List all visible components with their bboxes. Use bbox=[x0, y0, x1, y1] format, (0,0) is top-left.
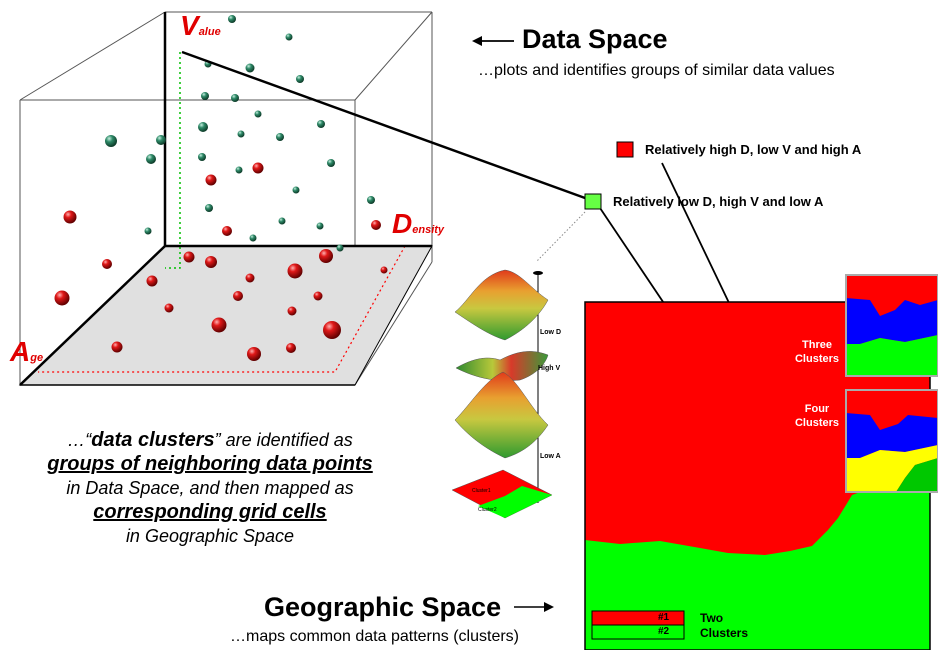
axis-value-label: Value bbox=[180, 10, 221, 42]
green-data-points bbox=[105, 15, 375, 252]
four-clusters-line-2: Clusters bbox=[794, 417, 840, 429]
four-clusters-line-1: Four bbox=[804, 403, 830, 415]
legend-green-label: Relatively low D, high V and low A bbox=[613, 194, 824, 209]
three-cluster-map bbox=[845, 274, 938, 377]
axis-density-rest: ensity bbox=[412, 224, 445, 236]
axis-value-initial: V bbox=[180, 10, 199, 41]
caption-data-clusters: data clusters bbox=[91, 429, 215, 451]
caption-open-quote: …“ bbox=[67, 430, 92, 450]
two-cluster-legend-2: #2 bbox=[658, 626, 670, 637]
axis-age-label: Age bbox=[10, 336, 43, 368]
four-cluster-map bbox=[845, 389, 938, 493]
geographic-space-subtitle: …maps common data patterns (clusters) bbox=[230, 628, 519, 645]
two-clusters-label: Two Clusters bbox=[700, 611, 748, 641]
caption-line-5: in Geographic Space bbox=[125, 526, 295, 546]
stack-map-label-1: Cluster1 bbox=[472, 488, 491, 494]
four-clusters-label: Four Clusters bbox=[792, 402, 842, 430]
axis-density-label: Density bbox=[392, 208, 444, 240]
legend-red-swatch bbox=[616, 141, 634, 158]
caption-line-4: corresponding grid cells bbox=[93, 501, 327, 523]
stack-label-high-v: High V bbox=[538, 365, 561, 372]
axis-age-initial: A bbox=[10, 336, 31, 367]
two-clusters-line-1: Two bbox=[700, 611, 724, 625]
legend-red-label: Relatively high D, low V and high A bbox=[645, 142, 862, 157]
stack-map-label-2: Cluster2 bbox=[478, 507, 497, 513]
axis-value-rest: alue bbox=[198, 26, 221, 38]
data-space-cube bbox=[19, 11, 433, 386]
caption-line-2: groups of neighboring data points bbox=[47, 453, 373, 475]
two-clusters-line-2: Clusters bbox=[700, 626, 749, 640]
stack-label-low-d: Low D bbox=[540, 329, 561, 336]
caption-text: …“data clusters” are identified as group… bbox=[40, 428, 380, 548]
stack-label-low-a: Low A bbox=[540, 453, 561, 460]
axis-age-rest: ge bbox=[30, 352, 44, 364]
data-space-floor bbox=[18, 245, 433, 386]
legend-green-swatch bbox=[584, 193, 602, 210]
three-clusters-line-1: Three bbox=[802, 339, 832, 351]
map-layer-stack bbox=[451, 269, 553, 519]
caption-line-3: in Data Space, and then mapped as bbox=[66, 478, 354, 498]
geographic-space-title: Geographic Space bbox=[264, 592, 502, 622]
two-cluster-legend-1: #1 bbox=[658, 612, 670, 623]
caption-line-1: …“data clusters” are identified as bbox=[40, 428, 380, 452]
caption-line-1-rest: ” are identified as bbox=[214, 430, 353, 450]
data-space-subtitle: …plots and identifies groups of similar … bbox=[478, 62, 835, 79]
three-clusters-label: Three Clusters bbox=[792, 338, 842, 366]
red-data-points bbox=[54, 162, 388, 361]
axis-density-initial: D bbox=[392, 208, 413, 239]
data-space-title: Data Space bbox=[522, 24, 668, 54]
three-clusters-line-2: Clusters bbox=[794, 353, 840, 365]
